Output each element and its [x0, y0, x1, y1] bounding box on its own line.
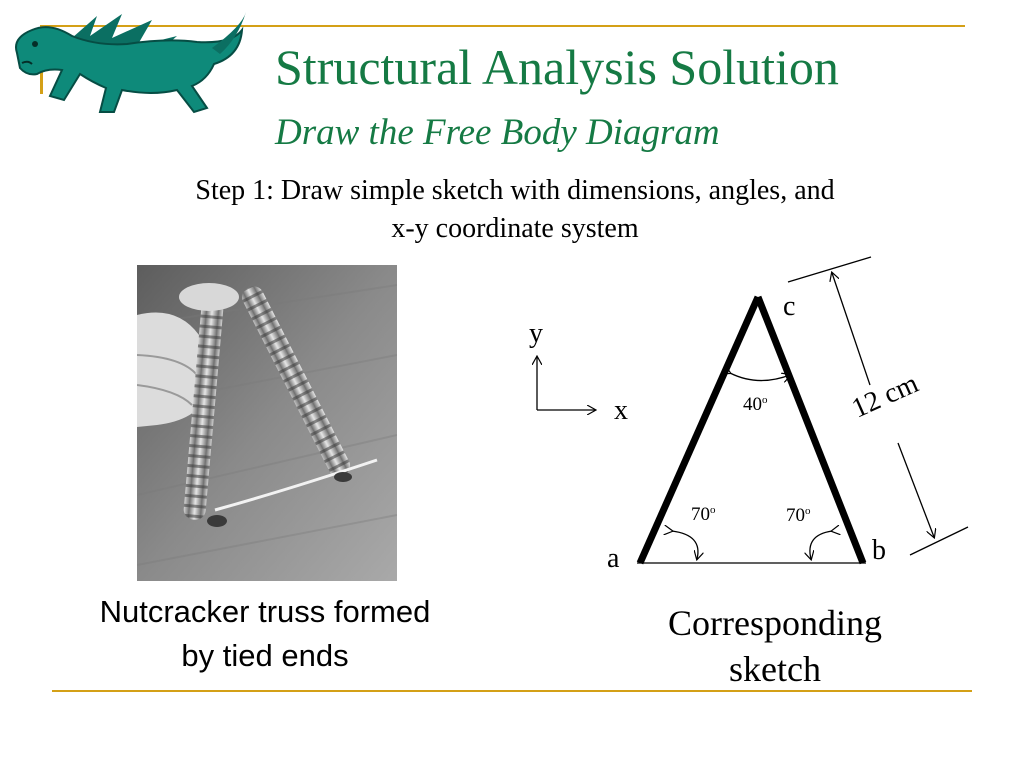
dimension-arrow-top	[832, 273, 871, 386]
member-ac	[636, 295, 762, 565]
angle-arc-right	[810, 531, 832, 559]
truss-diagram	[500, 256, 969, 565]
node-b-label: b	[872, 535, 886, 566]
mustang-logo	[15, 12, 246, 114]
angle-arc-top	[730, 373, 790, 381]
y-axis-label: y	[529, 318, 543, 349]
dimension-extension-top	[787, 256, 872, 283]
photo-caption: Nutcracker truss formed by tied ends	[50, 590, 480, 678]
photo-caption-line-1: Nutcracker truss formed	[99, 594, 431, 629]
sketch-caption-line-1: Corresponding	[668, 603, 882, 643]
step-line-1: Step 1: Draw simple sketch with dimensio…	[195, 175, 835, 206]
angle-top-label: 40o	[743, 394, 768, 415]
angle-left-label: 70o	[691, 504, 716, 525]
slide-title: Structural Analysis Solution	[275, 39, 839, 95]
step-instruction: Step 1: Draw simple sketch with dimensio…	[100, 172, 930, 248]
bottom-rule	[52, 690, 972, 692]
node-a-label: a	[607, 543, 620, 574]
dimension-extension-bottom	[909, 526, 969, 556]
top-rule	[40, 25, 965, 27]
sketch-caption-line-2: sketch	[729, 649, 821, 689]
nutcracker-photo	[137, 265, 397, 581]
node-c-label: c	[783, 291, 796, 322]
truss-sketch: y x c a b 40o 70o 70o 12 cm	[500, 245, 970, 585]
angle-right-label: 70o	[786, 505, 811, 526]
side-accent	[40, 72, 43, 94]
nutcracker-photo-image	[137, 265, 397, 581]
member-bc	[754, 295, 867, 565]
angle-arc-left	[672, 531, 698, 559]
slide-subtitle: Draw the Free Body Diagram	[275, 112, 720, 153]
x-axis-label: x	[614, 395, 628, 426]
dimension-arrow-bottom	[897, 442, 934, 537]
photo-caption-line-2: by tied ends	[181, 638, 349, 673]
step-line-2: x-y coordinate system	[391, 213, 639, 244]
sketch-caption: Corresponding sketch	[630, 600, 920, 692]
